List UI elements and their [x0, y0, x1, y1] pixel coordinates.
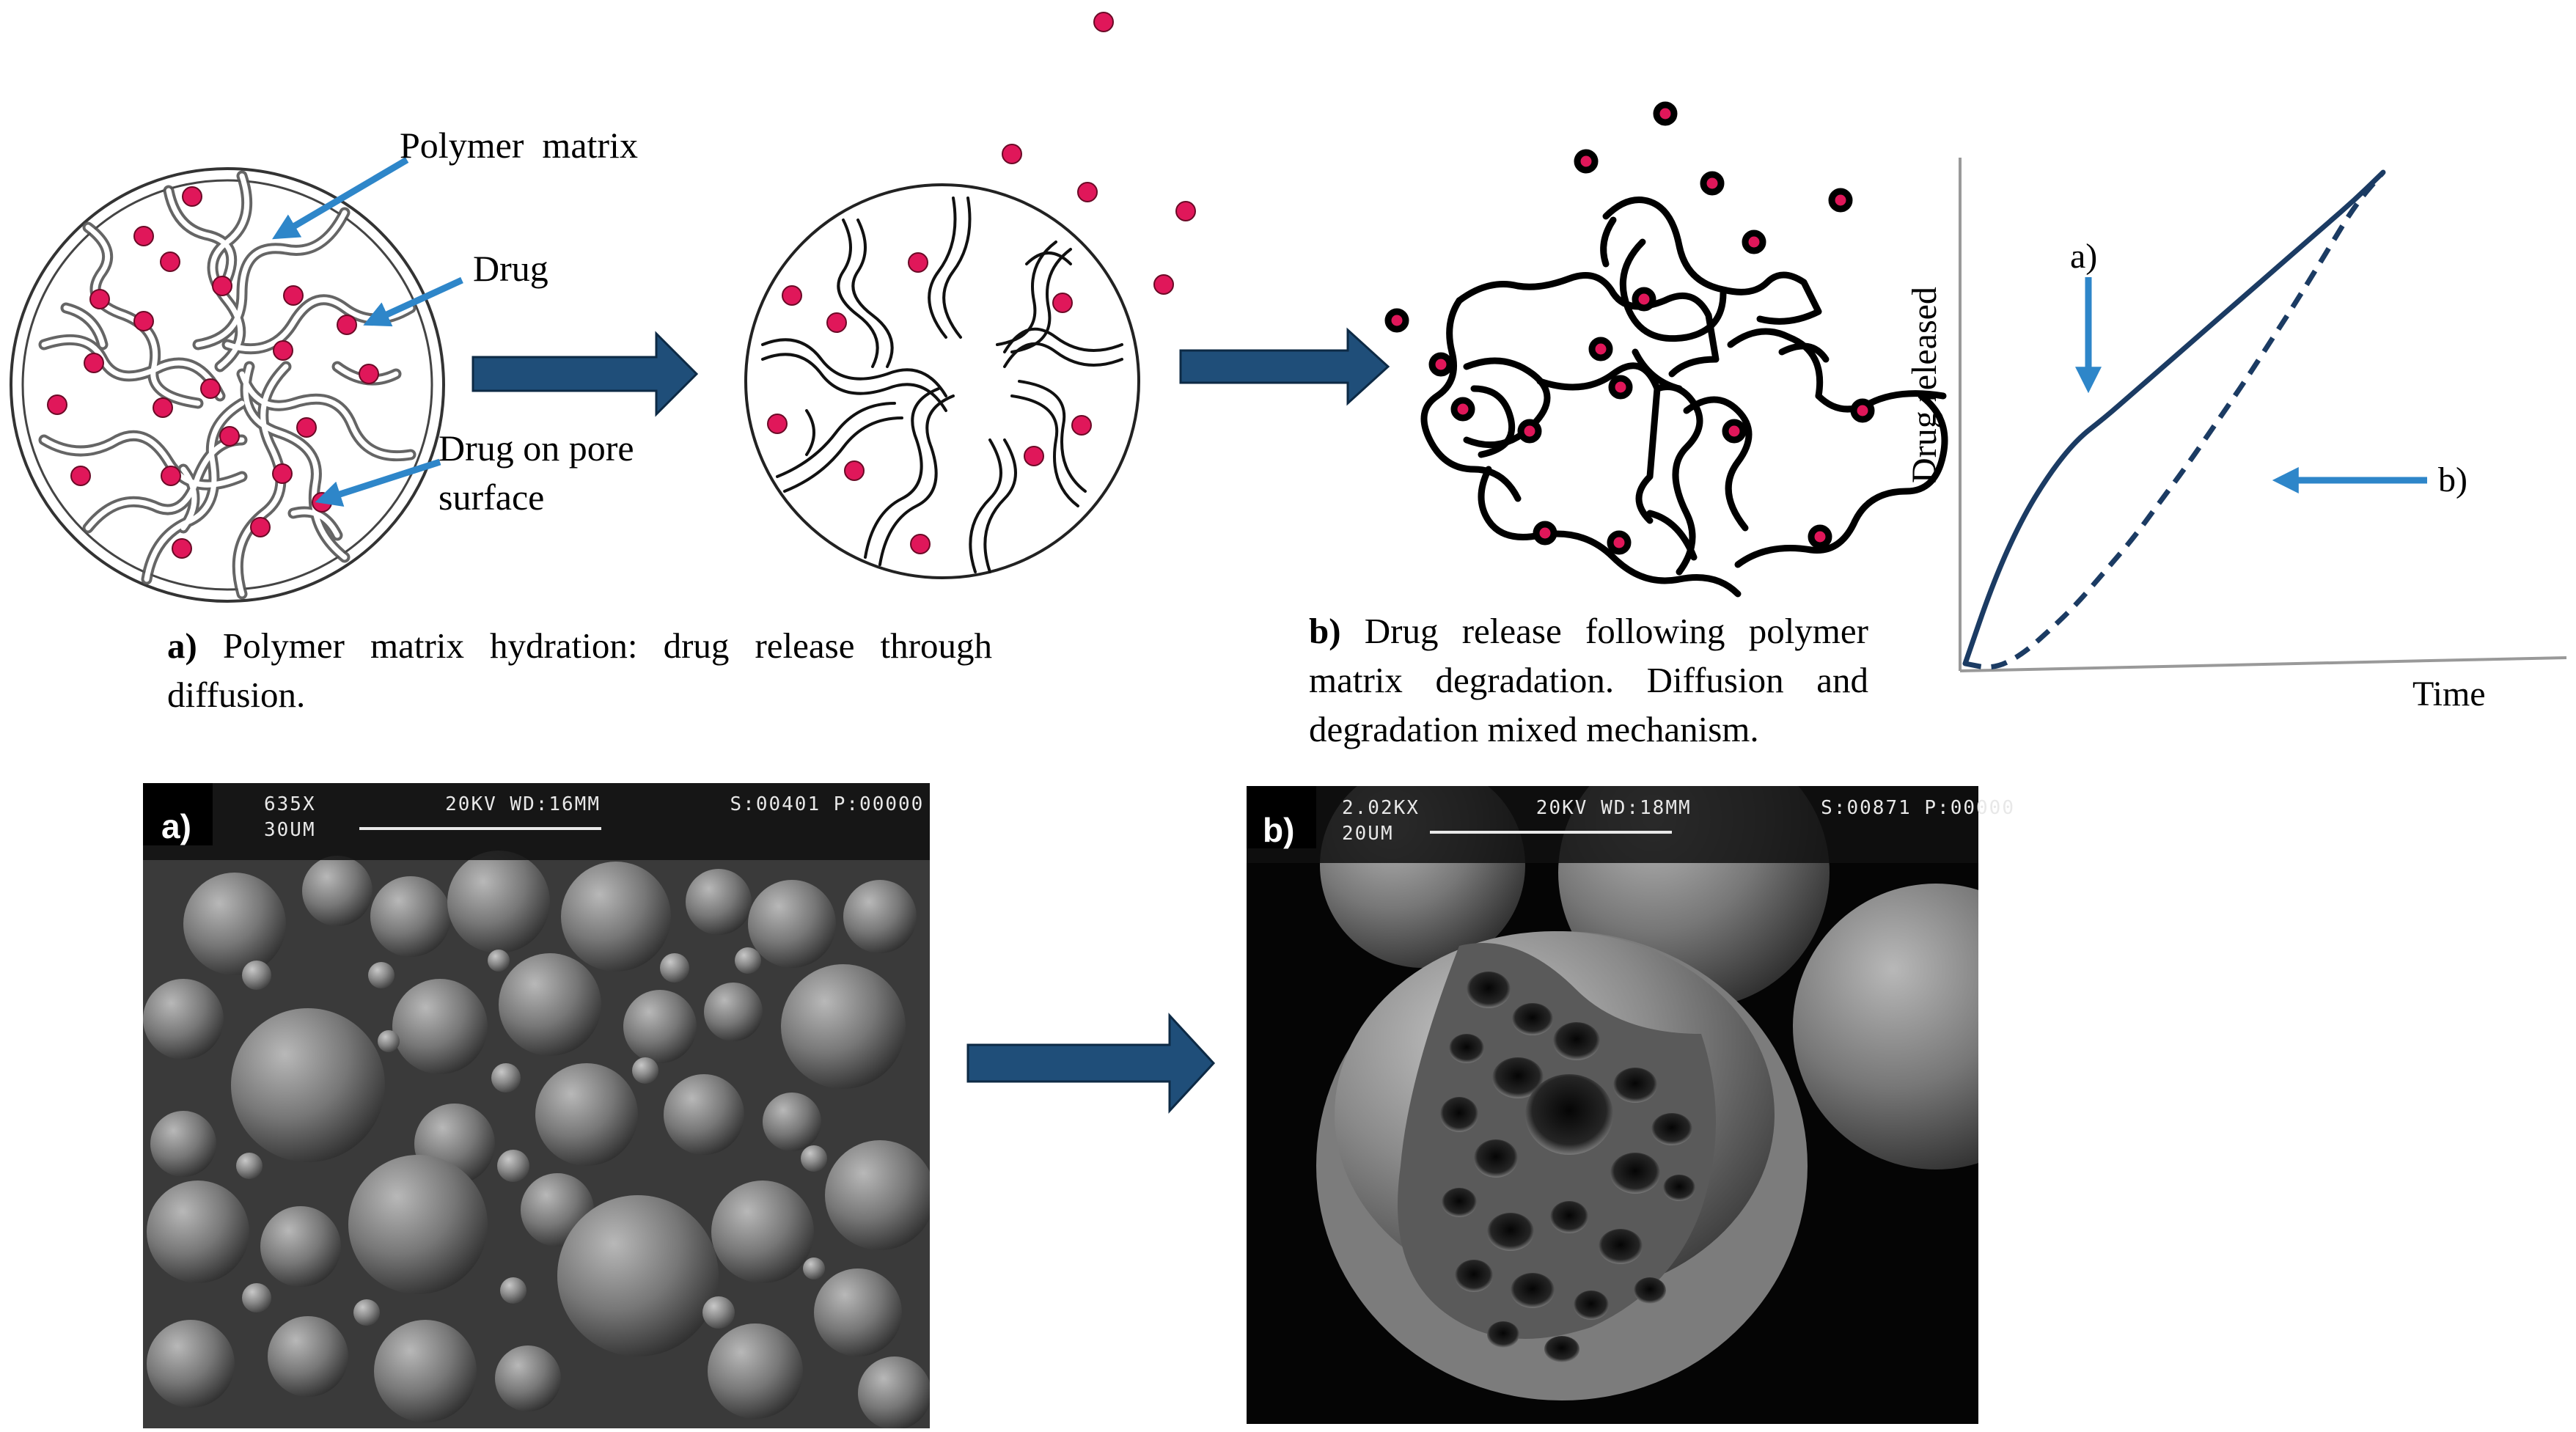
caption-b-prefix: b): [1309, 611, 1341, 651]
sem-b-bar-top: 2.02KX 20KV WD:18MM S:00871 P:00000: [1342, 797, 2015, 819]
matrix-degraded: [1420, 197, 1948, 598]
process-arrow-3: [966, 1013, 1216, 1114]
drug-particles-panel1: [47, 186, 379, 559]
series-b-line: [1964, 170, 2385, 670]
caption-a: a) Polymer matrix hydration: drug releas…: [167, 621, 992, 719]
x-axis: [1959, 656, 2567, 672]
caption-b: b) Drug release following polymer matrix…: [1309, 606, 1868, 754]
process-arrow-2: [1179, 327, 1390, 406]
sem-b-bar-bottom: 20UM: [1342, 823, 1394, 845]
callout-arrows: [272, 157, 463, 507]
label-polymer-matrix: Polymer matrix: [400, 125, 638, 166]
drug-particles-panel2: [767, 12, 1196, 554]
sem-a-bar-bottom: 30UM: [264, 819, 316, 841]
drug-particles-panel3: [1384, 101, 1875, 555]
annotation-b-label: b): [2438, 460, 2467, 499]
matrix-sphere-diffusing: [744, 12, 1196, 579]
pores: [1440, 972, 1695, 1362]
caption-b-text: Drug release following polymer matrix de…: [1309, 611, 1868, 749]
sem-image-a: [143, 783, 930, 1428]
y-axis-label: Drug released: [1905, 287, 1944, 483]
sem-b-tag: b): [1263, 811, 1294, 849]
caption-a-text: Polymer matrix hydration: drug release t…: [167, 625, 992, 715]
polymer-matrix-arrow: [272, 157, 409, 240]
label-drug-on-pore-1: Drug on pore: [438, 427, 634, 469]
microspheres: [143, 851, 930, 1428]
sem-image-b: [1247, 786, 1978, 1424]
drug-on-pore-arrow: [315, 458, 441, 507]
annotation-a-label: a): [2070, 237, 2097, 276]
sem-a-tag: a): [161, 807, 191, 845]
x-axis-label: Time: [2412, 675, 2486, 713]
process-arrow-1: [471, 331, 699, 417]
matrix-sphere-intact: [10, 167, 445, 603]
polymer-chains-core: [41, 173, 414, 597]
series-a-line: [1962, 169, 2386, 667]
drug-arrow: [363, 276, 463, 327]
release-chart: Drug released Time a) b): [1905, 158, 2567, 713]
label-drug-on-pore-2: surface: [438, 477, 544, 518]
label-drug: Drug: [473, 248, 548, 289]
sem-a-bar-top: 635X 20KV WD:16MM S:00401 P:00000: [264, 793, 924, 815]
caption-a-prefix: a): [167, 625, 197, 666]
